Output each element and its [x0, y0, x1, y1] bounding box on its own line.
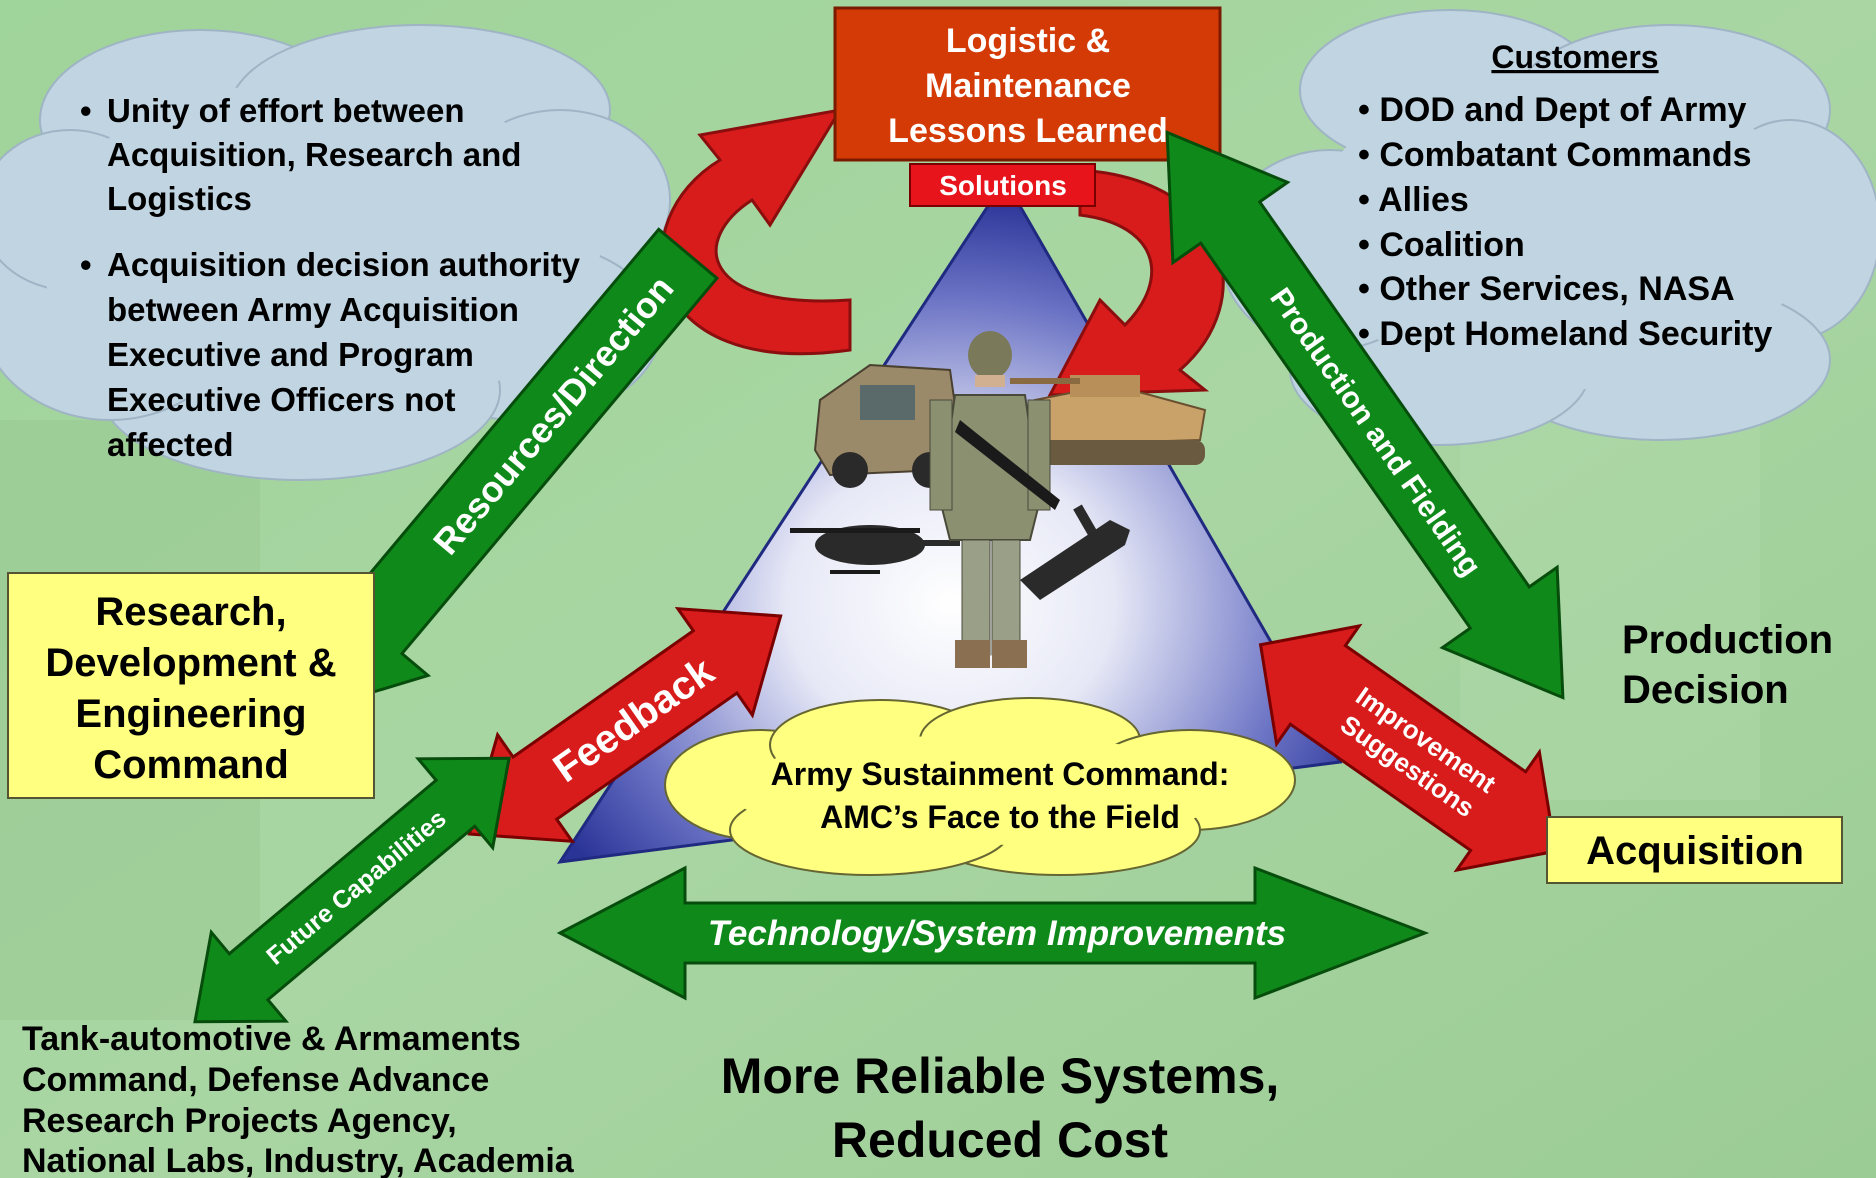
customers-item-1: • DOD and Dept of Army [1358, 91, 1747, 129]
customers-item-2: • Combatant Commands [1358, 136, 1752, 174]
left-bullet-2-line-5: affected [107, 426, 234, 463]
customers-title: Customers [1491, 39, 1658, 75]
bottom-center-line-1: More Reliable Systems, [721, 1048, 1280, 1104]
humvee-icon [813, 363, 962, 488]
asc-line-1: Army Sustainment Command: [771, 756, 1230, 792]
rdec-box [7, 572, 375, 799]
soldier-icon [929, 331, 1060, 668]
asc-line-2: AMC’s Face to the Field [820, 799, 1180, 835]
helicopter-icon [790, 525, 960, 574]
customers-list: • DOD and Dept of Army • Combatant Comma… [1358, 91, 1772, 353]
customers-item-6: • Dept Homeland Security [1358, 315, 1772, 353]
top-box-line-3: Lessons Learned [888, 112, 1168, 150]
rdec-line-3: Engineering [75, 692, 306, 736]
left-bullet-1-line-1: Unity of effort between [107, 92, 465, 129]
bottom-left-line-2: Command, Defense Advance [22, 1061, 489, 1099]
production-decision-line-2: Decision [1622, 668, 1789, 712]
left-bullet-1-line-3: Logistics [107, 180, 252, 217]
tank-icon [1010, 375, 1207, 465]
solutions-box [909, 163, 1096, 207]
curved-arrow-left [660, 107, 852, 356]
left-bullet-2-line-1: Acquisition decision authority [107, 246, 581, 283]
bottom-center-line-2: Reduced Cost [832, 1112, 1169, 1168]
bullet-dot-1: • [80, 92, 92, 129]
customers-item-4: • Coalition [1358, 226, 1525, 264]
rifle-icon [1020, 504, 1130, 600]
bottom-left-line-1: Tank-automotive & Armaments [22, 1020, 521, 1058]
rdec-line-4: Command [93, 743, 289, 787]
rdec-line-2: Development & [45, 641, 336, 685]
bottom-left-line-3: Research Projects Agency, [22, 1102, 457, 1140]
left-bullet-2-line-4: Executive Officers not [107, 381, 455, 418]
acquisition-box [1546, 816, 1843, 884]
customers-item-5: • Other Services, NASA [1358, 270, 1735, 308]
soldier-equipment-illustration [790, 331, 1207, 668]
production-decision-line-1: Production [1622, 618, 1833, 662]
asc-cloud [664, 697, 1296, 876]
top-box [833, 6, 1222, 162]
left-bullet-1-line-2: Acquisition, Research and [107, 136, 521, 173]
bottom-left-line-4: National Labs, Industry, Academia [22, 1142, 575, 1178]
bullet-dot-2: • [80, 246, 92, 283]
left-cloud-bullets: • Unity of effort between Acquisition, R… [80, 92, 581, 463]
solutions-label: Solutions [939, 170, 1067, 201]
rdec-line-1: Research, [95, 590, 286, 634]
top-box-line-2: Maintenance [925, 67, 1131, 105]
tech-improvements-arrow: Technology/System Improvements [556, 865, 1430, 1001]
top-box-line-1: Logistic & [946, 22, 1110, 60]
left-bullet-2-line-3: Executive and Program [107, 336, 474, 373]
customers-item-3: • Allies [1358, 181, 1469, 219]
acquisition-label: Acquisition [1586, 829, 1804, 873]
left-bullet-2-line-2: between Army Acquisition [107, 291, 519, 328]
tech-improvements-label: Technology/System Improvements [708, 914, 1286, 953]
